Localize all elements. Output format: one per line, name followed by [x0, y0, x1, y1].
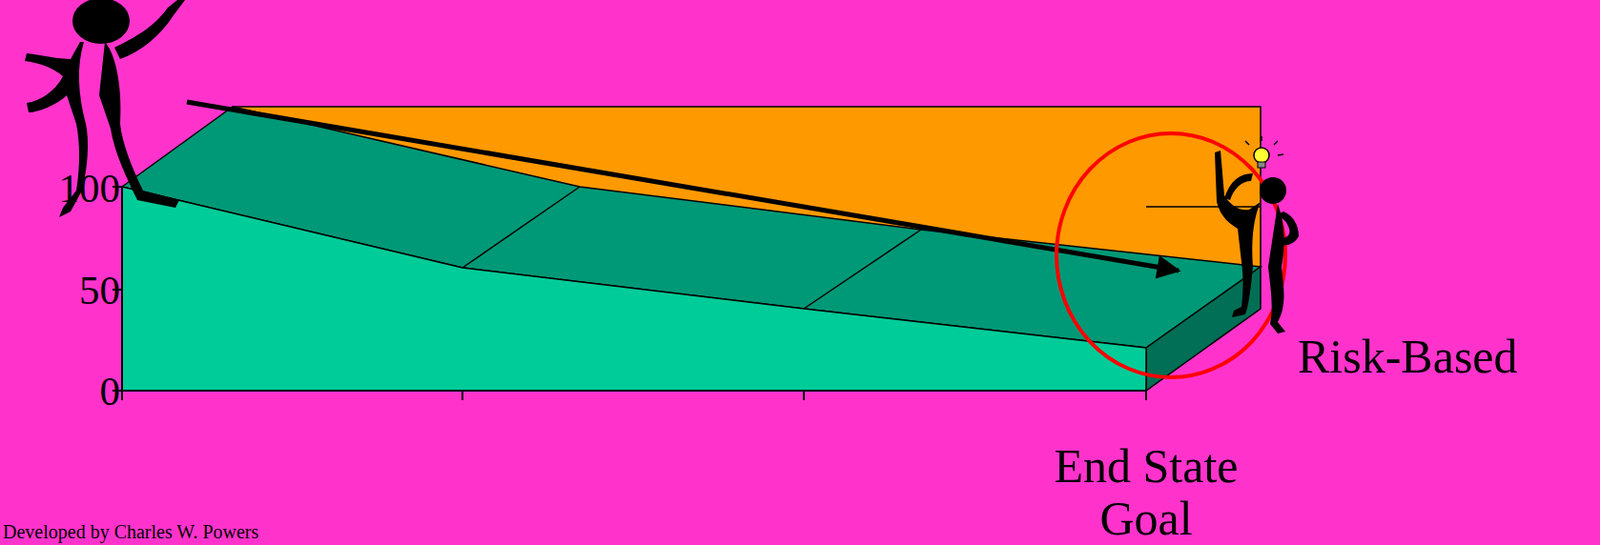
divider-line: [803, 229, 922, 309]
stick-figure: [1214, 150, 1299, 334]
tick: [802, 390, 805, 401]
x-axis: [112, 389, 1147, 392]
tick: [121, 390, 124, 401]
credit-note: Developed by Charles W. Powers: [2, 522, 259, 542]
lightbulb-icon: [1245, 136, 1284, 168]
axis-value: 0: [9, 370, 121, 412]
category-label: Risk-Based: [1297, 332, 1518, 381]
highlight-ellipse: [1056, 133, 1286, 378]
divider-line: [462, 186, 580, 268]
axis-label: End State Goal: [1012, 440, 1280, 545]
front-face: [122, 186, 1147, 391]
axis-value: 50: [9, 269, 121, 311]
trend-arrow: [186, 102, 1179, 271]
tick: [1145, 390, 1148, 401]
tick: [461, 390, 464, 401]
grid-line: [1146, 205, 1261, 208]
axis-value: 100: [9, 167, 121, 209]
